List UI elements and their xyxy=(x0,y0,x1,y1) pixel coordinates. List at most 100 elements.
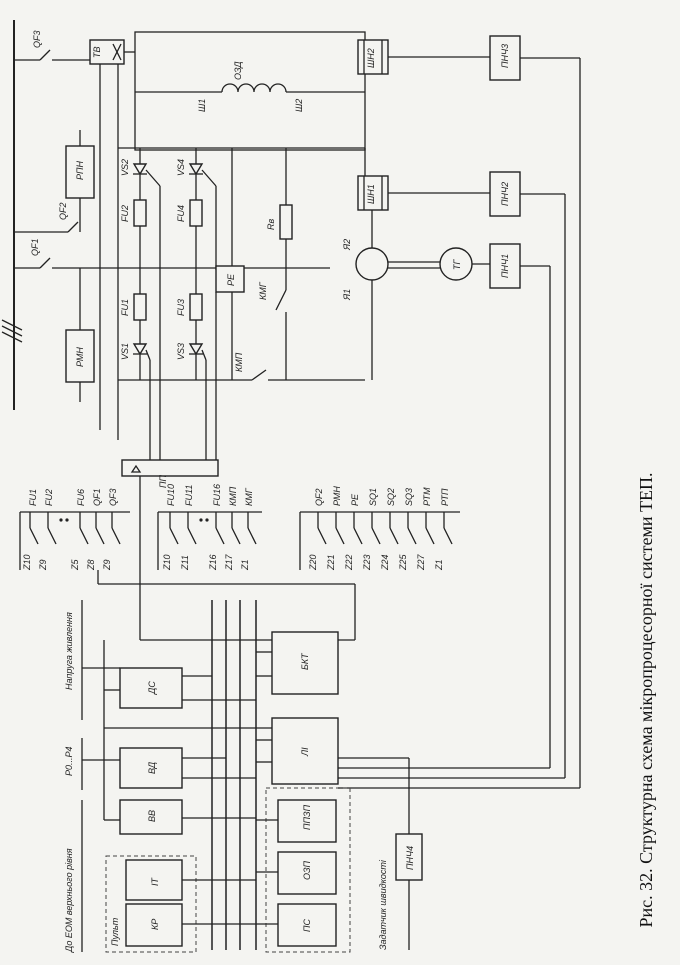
g3-z-7: Z1 xyxy=(434,559,444,571)
g1-z-3: Z8 xyxy=(86,559,96,571)
tv-block xyxy=(89,39,125,65)
kr-block xyxy=(125,903,183,947)
g1-z-4: Z9 xyxy=(102,559,112,571)
qf2-label: QF2 xyxy=(58,202,68,220)
mains-tick-1 xyxy=(1,319,23,331)
fu4-label: FU4 xyxy=(176,205,186,222)
g2-z-0: Z10 xyxy=(162,554,172,571)
qf1-label: QF1 xyxy=(30,238,40,256)
ozd-label: ОЗД xyxy=(233,61,243,80)
g3-z-1: Z21 xyxy=(326,554,336,571)
upper-level-computer-label: До ЕОМ верхнього рівня xyxy=(64,848,74,953)
g1-z-1: Z9 xyxy=(38,559,48,571)
rmn-label: РМН xyxy=(75,347,85,367)
fu4-fuse xyxy=(189,199,203,227)
fu2-fuse xyxy=(133,199,147,227)
g3-z-3: Z23 xyxy=(362,554,372,571)
power-section: QF3 QF2 РПН QF1 РМН ТВ ОЗД Ш1 xyxy=(1,20,581,789)
mains-tick-3 xyxy=(1,331,23,343)
g3-label-1: РМН xyxy=(332,486,342,506)
ozp-label: ОЗП xyxy=(302,860,312,880)
g3-label-0: QF2 xyxy=(314,488,324,506)
kmg-contact-label: КМГ xyxy=(258,281,268,300)
g3-label-4: SQ2 xyxy=(386,488,396,506)
g2-z-1: Z11 xyxy=(180,555,190,571)
rv-label: Rв xyxy=(266,219,276,230)
field-circuit xyxy=(134,31,366,151)
ppzp-block xyxy=(277,799,337,843)
vs4-label: VS4 xyxy=(176,159,186,176)
g1-z-2: Z5 xyxy=(70,559,80,571)
g3-label-3: SQ1 xyxy=(368,488,378,506)
g3-z-5: Z25 xyxy=(398,553,408,571)
memory-group xyxy=(265,787,351,953)
re-relay-box xyxy=(215,265,245,293)
fu1-label: FU1 xyxy=(120,299,130,316)
it-block xyxy=(125,859,183,901)
figure-caption: Рис. 32. Структурна схема мікропроцесорн… xyxy=(636,472,656,927)
ya2-label: Я2 xyxy=(342,239,352,251)
tv-label: ТВ xyxy=(92,46,102,58)
ps-block xyxy=(277,903,337,947)
g3-label-2: РЕ xyxy=(350,493,360,506)
mains-tick-2 xyxy=(1,325,23,337)
control-section: ДС ВД ВВ Пульт ІТ КР БКТ ЛІ ППЗП ОЗП ПС xyxy=(64,600,423,953)
g2-label-1: FU11 xyxy=(184,485,194,506)
shn1-label: ШН1 xyxy=(366,184,376,204)
fu3-fuse xyxy=(189,293,203,321)
ps-label: ПС xyxy=(302,918,312,932)
qf3-label: QF3 xyxy=(32,30,42,48)
g2-label-2: FU16 xyxy=(212,484,222,506)
vs3-label: VS3 xyxy=(176,343,186,360)
fu2-label: FU2 xyxy=(120,205,130,222)
pp-label: ПП xyxy=(158,474,168,488)
g2-label-3: КМП xyxy=(228,486,238,506)
g3-label-5: SQ3 xyxy=(404,488,414,506)
field-winding-coil xyxy=(221,83,287,93)
vd-block xyxy=(119,747,183,789)
ds-label: ДС xyxy=(147,681,157,695)
ozp-block xyxy=(277,851,337,895)
g2-label-0: FU10 xyxy=(166,484,176,506)
rpn-relay-box xyxy=(65,145,95,199)
vs4-thyristor xyxy=(188,163,204,176)
ya1-label: Я1 xyxy=(342,289,352,301)
vv-block xyxy=(119,799,183,835)
g1-label-1: FU2 xyxy=(44,489,54,506)
vs3-thyristor xyxy=(188,343,204,356)
dc-motor-armature xyxy=(355,247,389,281)
sensor-section: FU1 FU2 FU6 QF1 QF3 Z10 Z9 Z5 Z8 Z9 FU10… xyxy=(19,484,460,640)
pnch2-label: ПНЧ2 xyxy=(500,182,510,206)
fu3-label: FU3 xyxy=(176,299,186,316)
tg-label: ТГ xyxy=(452,259,462,270)
kmp-contact-label: КМП xyxy=(234,352,244,372)
ds-block xyxy=(119,667,183,709)
g3-z-4: Z24 xyxy=(380,554,390,571)
pnch3-box xyxy=(489,35,521,81)
sh2-label: Ш2 xyxy=(294,99,304,112)
vs2-thyristor xyxy=(132,163,148,176)
supply-voltage-label: Напруга живлення xyxy=(64,612,74,690)
pult-label: Пульт xyxy=(110,917,120,946)
pult-panel xyxy=(105,855,197,953)
pp-arrow-icon xyxy=(130,464,142,473)
g1-label-0: FU1 xyxy=(28,489,38,506)
g2-z-4: Z1 xyxy=(240,559,250,571)
fu1-fuse xyxy=(133,293,147,321)
re-label: РЕ xyxy=(226,273,236,286)
g2-z-2: Z16 xyxy=(208,554,218,571)
bkt-block xyxy=(271,631,339,695)
bkt-label: БКТ xyxy=(300,652,310,670)
rpn-label: РПН xyxy=(75,160,85,180)
li-block xyxy=(271,717,339,785)
g3-z-6: Z27 xyxy=(416,553,426,571)
pnch2-box xyxy=(489,171,521,217)
vd-label: ВД xyxy=(147,761,157,774)
kr-label: КР xyxy=(150,919,160,930)
vv-label: ВВ xyxy=(147,810,157,822)
g1-label-4: QF3 xyxy=(108,488,118,506)
g1-label-2: FU6 xyxy=(76,489,86,506)
ppzp-label: ППЗП xyxy=(302,804,312,830)
g3-label-7: РТП xyxy=(440,488,450,506)
